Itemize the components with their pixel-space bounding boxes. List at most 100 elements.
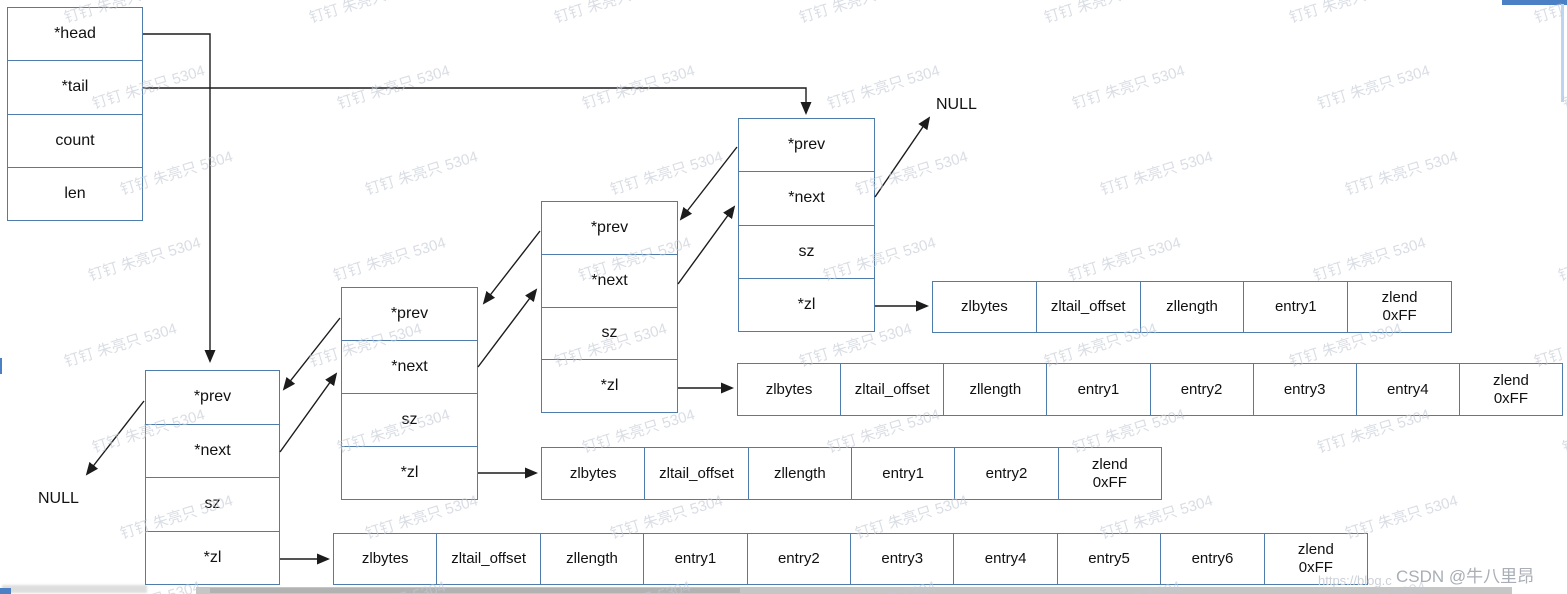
- node-field: *zl: [342, 446, 477, 499]
- ziplist-cell: entry6: [1160, 534, 1263, 584]
- blog-url-watermark: https://blog.c: [1318, 573, 1392, 588]
- dingtalk-watermark: 钉钉 朱亮只 5304: [1311, 234, 1428, 285]
- dingtalk-watermark: 钉钉 朱亮只 5304: [797, 0, 914, 27]
- ziplist-cell: zllength: [1139, 282, 1244, 332]
- ziplist-cell: entry2: [1149, 364, 1253, 415]
- dingtalk-watermark: 钉钉 朱亮只 5304: [1287, 0, 1404, 27]
- node-field: *prev: [590, 218, 629, 236]
- quicklist-field: count: [8, 113, 142, 167]
- node1-prev-null-arrow: [85, 400, 145, 476]
- ziplist-cell: entry4: [1355, 364, 1459, 415]
- ziplist-cell: zlend 0xFF: [1458, 364, 1562, 415]
- ziplist-cell: entry3: [850, 534, 953, 584]
- dingtalk-watermark: 钉钉 朱亮只 5304: [1555, 575, 1567, 594]
- window-edge-bottom-left: [0, 588, 11, 594]
- ziplist-cell: entry3: [1252, 364, 1356, 415]
- node-field: *prev: [193, 388, 232, 406]
- ziplist-cell: zllength: [943, 364, 1046, 415]
- node-field: *next: [342, 340, 477, 393]
- node-field: *zl: [146, 530, 279, 585]
- dingtalk-watermark: 钉钉 朱亮只 5304: [1343, 148, 1460, 199]
- dingtalk-watermark: 钉钉 朱亮只 5304: [580, 62, 697, 113]
- head-pointer-arrow: [143, 33, 216, 363]
- dingtalk-watermark: 钉钉 朱亮只 5304: [331, 234, 448, 285]
- node-field: *prev: [390, 305, 429, 322]
- dingtalk-watermark: 钉钉 朱亮只 5304: [1066, 234, 1183, 285]
- ziplist-cell: zlbytes: [961, 298, 1008, 315]
- dingtalk-watermark: 钉钉 朱亮只 5304: [307, 0, 424, 27]
- null-label-tail-side: NULL: [936, 96, 977, 113]
- ziplist-cell: entry1: [643, 534, 746, 584]
- node-field: sz: [739, 224, 874, 278]
- dingtalk-watermark: 钉钉 朱亮只 5304: [1556, 234, 1567, 285]
- ziplist-cell: entry1: [850, 448, 954, 499]
- dingtalk-watermark: 钉钉 朱亮只 5304: [1070, 62, 1187, 113]
- bottom-edge-smudge: [210, 588, 740, 593]
- window-edge-top-right: [1502, 0, 1567, 5]
- ziplist-cell: zllength: [747, 448, 851, 499]
- node-field: *prev: [787, 136, 826, 154]
- dingtalk-watermark: 钉钉 朱亮只 5304: [335, 62, 452, 113]
- dingtalk-watermark: 钉钉 朱亮只 5304: [825, 62, 942, 113]
- bottom-left-smudge: [2, 585, 147, 593]
- node4-prev-arrow: [679, 146, 738, 221]
- dingtalk-watermark: 钉钉 朱亮只 5304: [1098, 148, 1215, 199]
- ziplist-cell: entry5: [1056, 534, 1160, 584]
- tail-pointer-arrow: [143, 87, 812, 115]
- ziplist-cell: zlbytes: [569, 464, 617, 482]
- node-field: *next: [542, 253, 677, 307]
- window-edge-left-sliver: [0, 358, 2, 374]
- node4-next-null-arrow: [874, 116, 931, 198]
- ziplist-cell: zlend 0xFF: [1263, 534, 1367, 584]
- node-field: *next: [146, 423, 279, 478]
- quicklist-field: len: [8, 166, 142, 220]
- node1-next-arrow: [279, 372, 338, 453]
- node3-prev-arrow: [482, 230, 541, 305]
- ziplist-cell: zlend 0xFF: [1057, 448, 1161, 499]
- ziplist-cell: entry1: [1243, 282, 1347, 332]
- dingtalk-watermark: 钉钉 朱亮只 5304: [62, 320, 179, 371]
- node2-next-arrow: [477, 288, 538, 368]
- dingtalk-watermark: 钉钉 朱亮只 5304: [552, 0, 669, 27]
- ziplist-cell: zlend 0xFF: [1347, 282, 1451, 332]
- ziplist-cell: zltail_offset: [840, 364, 943, 415]
- ziplist-cell: entry2: [746, 534, 850, 584]
- ziplist-cell: entry1: [1046, 364, 1149, 415]
- dingtalk-watermark: 钉钉 朱亮只 5304: [1042, 0, 1159, 27]
- window-edge-right: [1561, 4, 1564, 102]
- ziplist-cell: zlbytes: [765, 380, 813, 398]
- ziplist-cell: entry4: [953, 534, 1056, 584]
- node-field: sz: [146, 477, 279, 531]
- node-field: sz: [342, 393, 477, 446]
- bottom-scrollbar-edge: [196, 587, 1512, 594]
- ziplist-cell: zllength: [539, 534, 643, 584]
- ziplist-cell: zltail_offset: [436, 534, 539, 584]
- ziplist-cell: zltail_offset: [644, 448, 747, 499]
- node-field: *zl: [739, 277, 874, 331]
- ziplist-cell: zltail_offset: [1035, 282, 1140, 332]
- node-field: sz: [542, 306, 677, 360]
- node2-prev-arrow: [282, 317, 341, 391]
- dingtalk-watermark: 钉钉 朱亮只 5304: [86, 234, 203, 285]
- dingtalk-watermark: 钉钉 朱亮只 5304: [608, 148, 725, 199]
- dingtalk-watermark: 钉钉 朱亮只 5304: [363, 148, 480, 199]
- quicklist-field: *head: [54, 25, 96, 43]
- ziplist-cell: entry2: [954, 448, 1057, 499]
- node-field: *next: [739, 171, 874, 224]
- dingtalk-watermark: 钉钉 朱亮只 5304: [1315, 62, 1432, 113]
- node-field: *zl: [542, 359, 677, 412]
- quicklist-field: *tail: [8, 60, 142, 113]
- ziplist-cell: zlbytes: [361, 550, 409, 567]
- node3-next-arrow: [677, 205, 736, 285]
- null-label-head-side: NULL: [38, 490, 79, 507]
